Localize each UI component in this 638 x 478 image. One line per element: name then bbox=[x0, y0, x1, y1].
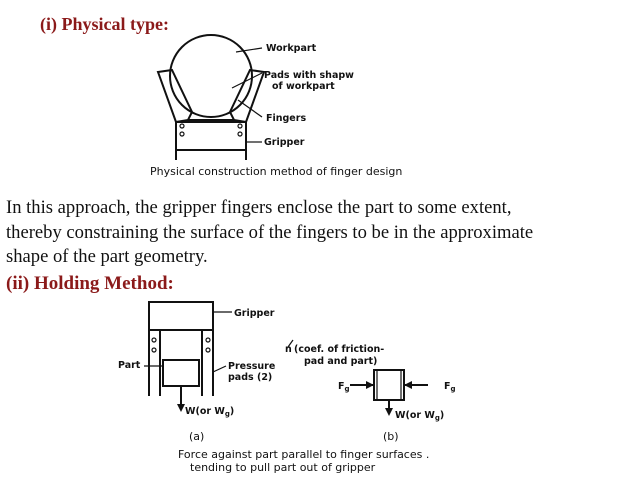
pads-label-line1: Pads with shapw bbox=[264, 70, 354, 81]
finger-left bbox=[156, 68, 194, 124]
workpart-label: Workpart bbox=[266, 43, 317, 54]
fingers-label: Fingers bbox=[266, 113, 306, 124]
force-arrow-right bbox=[404, 381, 412, 389]
figure2-caption-line2: tending to pull part out of gripper bbox=[190, 461, 376, 474]
fg-right-label: Fg bbox=[444, 381, 456, 393]
weight-arrow-a bbox=[177, 404, 185, 412]
figure2a-drawing bbox=[144, 301, 232, 408]
part-block-b bbox=[373, 369, 405, 401]
finger-right bbox=[228, 68, 266, 124]
coef-label-line2: pad and part) bbox=[304, 356, 377, 367]
paragraph-line: In this approach, the gripper fingers en… bbox=[6, 197, 512, 218]
part-label: Part bbox=[118, 360, 141, 371]
paragraph-line: shape of the part geometry. bbox=[6, 246, 208, 267]
figure1-drawing bbox=[156, 34, 266, 160]
weight-arrow-b bbox=[385, 408, 393, 416]
gripper2-body bbox=[148, 301, 214, 331]
gripper-base bbox=[175, 121, 247, 151]
figure2-caption-line1: Force against part parallel to finger su… bbox=[178, 448, 429, 461]
weight-label-a: W(or Wg) bbox=[185, 406, 234, 418]
body-paragraph: In this approach, the gripper fingers en… bbox=[6, 196, 636, 270]
heading-physical-type: (i) Physical type: bbox=[40, 14, 169, 34]
fg-left-label: Fg bbox=[338, 381, 350, 393]
figure1-caption: Physical construction method of finger d… bbox=[150, 165, 402, 178]
weight-label-b: W(or Wg) bbox=[395, 410, 444, 422]
subfigure-a-label: (a) bbox=[189, 430, 204, 443]
coef-label-line1: (coef. of friction- bbox=[294, 344, 384, 355]
gripper2-label: Gripper bbox=[234, 308, 275, 319]
paragraph-line: thereby constraining the surface of the … bbox=[6, 221, 534, 243]
heading-holding-method: (ii) Holding Method: bbox=[6, 273, 174, 294]
force-arrow-left bbox=[366, 381, 374, 389]
pressure-label: Pressure bbox=[228, 361, 275, 372]
mu-symbol: n bbox=[285, 344, 292, 355]
workpart-circle bbox=[169, 34, 253, 118]
subfigure-b-label: (b) bbox=[383, 430, 399, 443]
pads-label-line2: of workpart bbox=[272, 81, 335, 92]
part-block bbox=[162, 359, 200, 387]
gripper-label: Gripper bbox=[264, 137, 305, 148]
pads-count-label: pads (2) bbox=[228, 372, 272, 383]
